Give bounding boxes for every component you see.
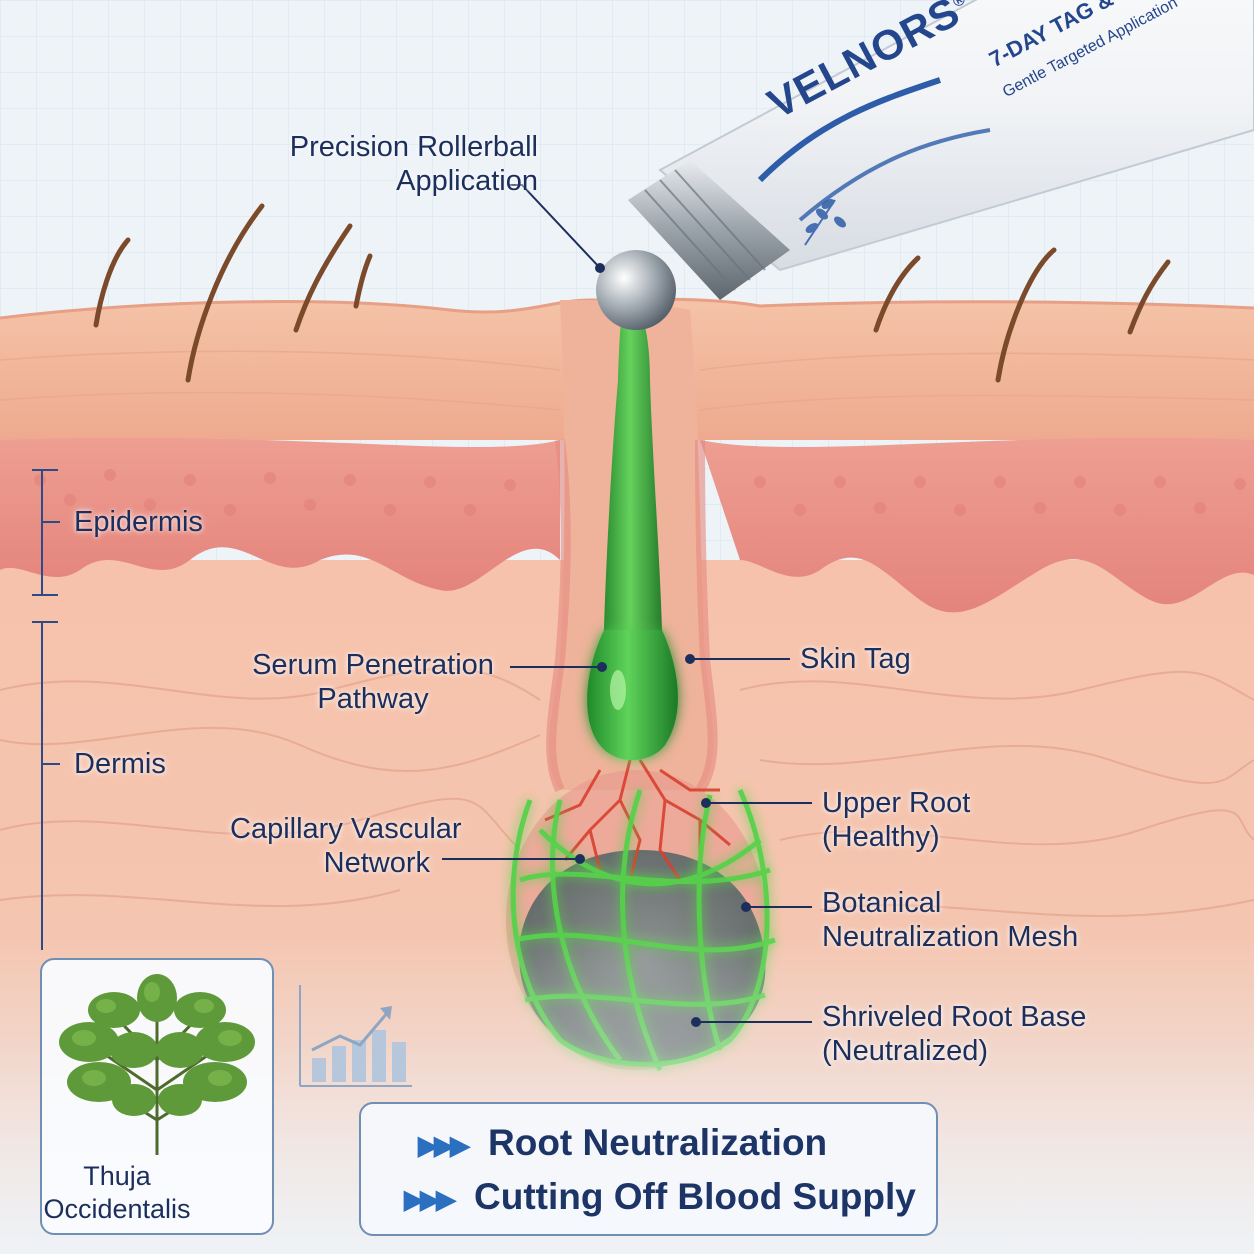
label-dermis: Dermis xyxy=(74,748,166,780)
rollerball xyxy=(596,250,676,330)
triple-chevron-icon: ▶▶▶ xyxy=(404,1183,456,1214)
leader-lines xyxy=(442,184,812,1023)
summary-point-2: ▶▶▶Cutting Off Blood Supply xyxy=(404,1176,916,1217)
serum-stream xyxy=(604,300,662,630)
leaf-motif-icon xyxy=(804,199,846,246)
rollerball-applicator xyxy=(596,0,1254,330)
summary-card xyxy=(359,1102,938,1236)
epidermis-layer xyxy=(0,437,560,591)
label-root-base: Shriveled Root Base(Neutralized) xyxy=(822,1001,1087,1067)
label-epidermis: Epidermis xyxy=(74,506,203,538)
tube-collar xyxy=(628,160,790,300)
thuja-branch-icon xyxy=(59,974,255,1155)
layer-brackets xyxy=(32,469,60,950)
bar-chart-growth-icon xyxy=(299,985,412,1087)
label-skin-tag: Skin Tag xyxy=(800,643,911,675)
serum-drop xyxy=(587,630,678,760)
summary-point-1: ▶▶▶Root Neutralization xyxy=(418,1122,828,1163)
label-upper-root: Upper Root(Healthy) xyxy=(822,787,971,853)
triple-chevron-icon: ▶▶▶ xyxy=(418,1129,470,1160)
